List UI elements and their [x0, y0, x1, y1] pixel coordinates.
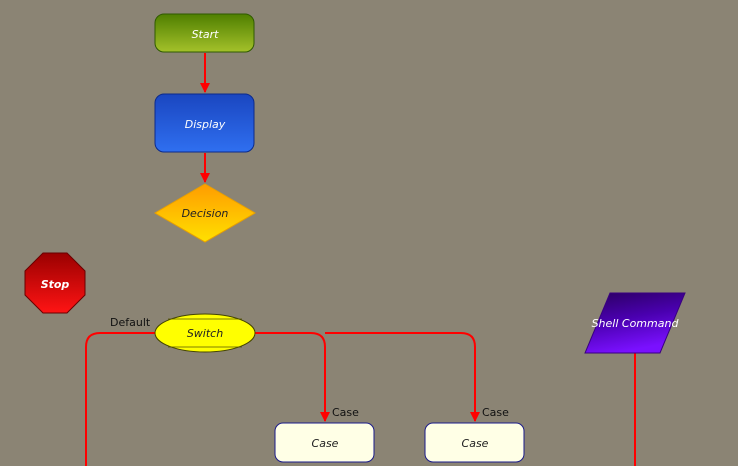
- node-start[interactable]: Start: [154, 13, 255, 53]
- node-case-2[interactable]: Case: [424, 422, 525, 463]
- node-switch[interactable]: Switch: [154, 313, 256, 353]
- edge-label-case-1: Case: [332, 406, 359, 419]
- node-shell-command[interactable]: Shell Command: [584, 292, 686, 354]
- edge-label-case-2: Case: [482, 406, 509, 419]
- node-case-2-label: Case: [462, 437, 489, 450]
- node-stop[interactable]: Stop: [24, 252, 86, 314]
- connector-switch-default[interactable]: [85, 332, 156, 466]
- node-stop-label: Stop: [41, 278, 70, 291]
- connectors: [85, 53, 636, 466]
- node-case-1-label: Case: [312, 437, 339, 450]
- node-case-1[interactable]: Case: [274, 422, 375, 463]
- edge-label-default: Default: [110, 316, 151, 329]
- node-display[interactable]: Display: [154, 93, 255, 153]
- connector-switch-case1[interactable]: [255, 332, 330, 422]
- node-switch-label: Switch: [187, 327, 223, 340]
- node-display-label: Display: [185, 118, 226, 131]
- node-start-label: Start: [192, 28, 220, 41]
- node-decision-label: Decision: [182, 207, 229, 220]
- node-decision[interactable]: Decision: [154, 183, 256, 243]
- node-shell-command-label: Shell Command: [592, 317, 680, 330]
- connector-switch-case2[interactable]: [325, 332, 480, 422]
